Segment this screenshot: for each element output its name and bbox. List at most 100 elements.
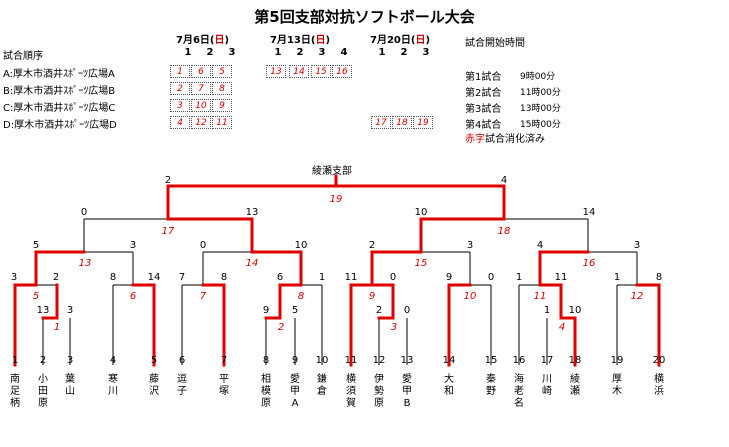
start-game-4: 第4試合	[465, 120, 502, 131]
score: 8	[220, 272, 228, 283]
team-name: 横浜	[654, 374, 664, 397]
score: 8	[655, 272, 663, 283]
score: 3	[129, 240, 137, 251]
score: 5	[291, 305, 299, 316]
team-name: 横須賀	[346, 374, 356, 409]
date-1: 7月6日(日)	[176, 35, 230, 46]
start-game-3: 第3試合	[465, 104, 502, 115]
team-name: 海老名	[514, 374, 524, 409]
score: 3	[633, 240, 641, 251]
team-name: 南足柄	[10, 374, 20, 409]
cell-b1: 2	[170, 82, 190, 95]
score: 10	[414, 207, 428, 218]
cell-b2: 7	[191, 82, 211, 95]
cell-c1: 3	[170, 99, 190, 112]
game-number: 14	[245, 258, 259, 269]
team-number: 9	[291, 355, 299, 366]
team-number: 5	[150, 355, 158, 366]
cell-d1: 4	[170, 116, 190, 129]
score: 0	[487, 272, 495, 283]
score: 1	[613, 272, 621, 283]
score: 10	[294, 240, 308, 251]
cell-a3: 5	[212, 65, 232, 78]
start-time-4: 15時00分	[520, 120, 561, 130]
start-time-3: 13時00分	[520, 104, 561, 114]
champion-label: 綾瀬支部	[312, 166, 352, 177]
venue-c: C:厚木市酒井ｽﾎﾟｰﾂ広場C	[3, 103, 116, 114]
score: 7	[178, 272, 186, 283]
game-number: 8	[297, 291, 305, 302]
game-number: 1	[53, 322, 61, 333]
score: 0	[389, 272, 397, 283]
team-name: 伊勢原	[374, 374, 384, 409]
venue-a: A:厚木市酒井ｽﾎﾟｰﾂ広場A	[3, 69, 115, 80]
game-number: 15	[414, 258, 428, 269]
team-name: 相模原	[261, 374, 271, 409]
cell-b3: 8	[212, 82, 232, 95]
venue-b: B:厚木市酒井ｽﾎﾟｰﾂ広場B	[3, 86, 116, 97]
score: 11	[344, 272, 358, 283]
team-number: 14	[442, 355, 456, 366]
score: 2	[52, 272, 60, 283]
score: 9	[262, 305, 270, 316]
score: 1	[543, 305, 551, 316]
game-number: 3	[390, 322, 398, 333]
team-number: 6	[178, 355, 186, 366]
cell-d-d3-1: 17	[371, 116, 391, 129]
cell-d3: 11	[212, 116, 232, 129]
score: 2	[164, 175, 172, 186]
game-number: 11	[533, 291, 547, 302]
cell-a2: 6	[191, 65, 211, 78]
score: 10	[568, 305, 582, 316]
team-number: 7	[220, 355, 228, 366]
start-label: 試合開始時間	[465, 38, 525, 49]
score: 8	[109, 272, 117, 283]
start-game-2: 第2試合	[465, 88, 502, 99]
start-time-1: 9時00分	[520, 72, 556, 82]
legend: 赤字試合消化済み	[465, 134, 545, 145]
date-3: 7月20日(日)	[370, 35, 431, 46]
team-name: 鎌倉	[317, 374, 327, 397]
score: 13	[245, 207, 259, 218]
game-number: 4	[558, 322, 566, 333]
team-number: 8	[262, 355, 270, 366]
team-name: 綾瀬	[570, 374, 580, 397]
order-label: 試合順序	[3, 51, 43, 62]
team-name: 愛甲B	[402, 374, 412, 409]
cell-a-d2-2: 14	[289, 65, 309, 78]
team-name: 厚木	[612, 374, 622, 397]
team-name: 川崎	[542, 374, 552, 397]
team-number: 13	[400, 355, 414, 366]
cell-d-d3-3: 19	[413, 116, 433, 129]
cell-c2: 10	[191, 99, 211, 112]
team-name: 藤沢	[149, 374, 159, 397]
game-number: 12	[630, 291, 644, 302]
cell-a-d2-4: 16	[332, 65, 352, 78]
game-number: 16	[582, 258, 596, 269]
game-number: 5	[32, 291, 40, 302]
team-name: 逗子	[177, 374, 187, 397]
cell-a-d2-1: 13	[266, 65, 286, 78]
team-number: 17	[540, 355, 554, 366]
score: 6	[276, 272, 284, 283]
team-name: 平塚	[219, 374, 229, 397]
start-time-2: 11時00分	[520, 88, 561, 98]
team-number: 12	[372, 355, 386, 366]
game-number: 19	[329, 194, 343, 205]
game-number: 10	[463, 291, 477, 302]
team-number: 18	[568, 355, 582, 366]
team-number: 10	[315, 355, 329, 366]
score: 0	[403, 305, 411, 316]
score: 4	[500, 175, 508, 186]
game-number: 6	[129, 291, 137, 302]
score: 9	[445, 272, 453, 283]
game-number: 18	[497, 226, 511, 237]
date-2: 7月13日(日)	[270, 35, 331, 46]
score: 1	[515, 272, 523, 283]
score: 3	[10, 272, 18, 283]
score: 0	[199, 240, 207, 251]
